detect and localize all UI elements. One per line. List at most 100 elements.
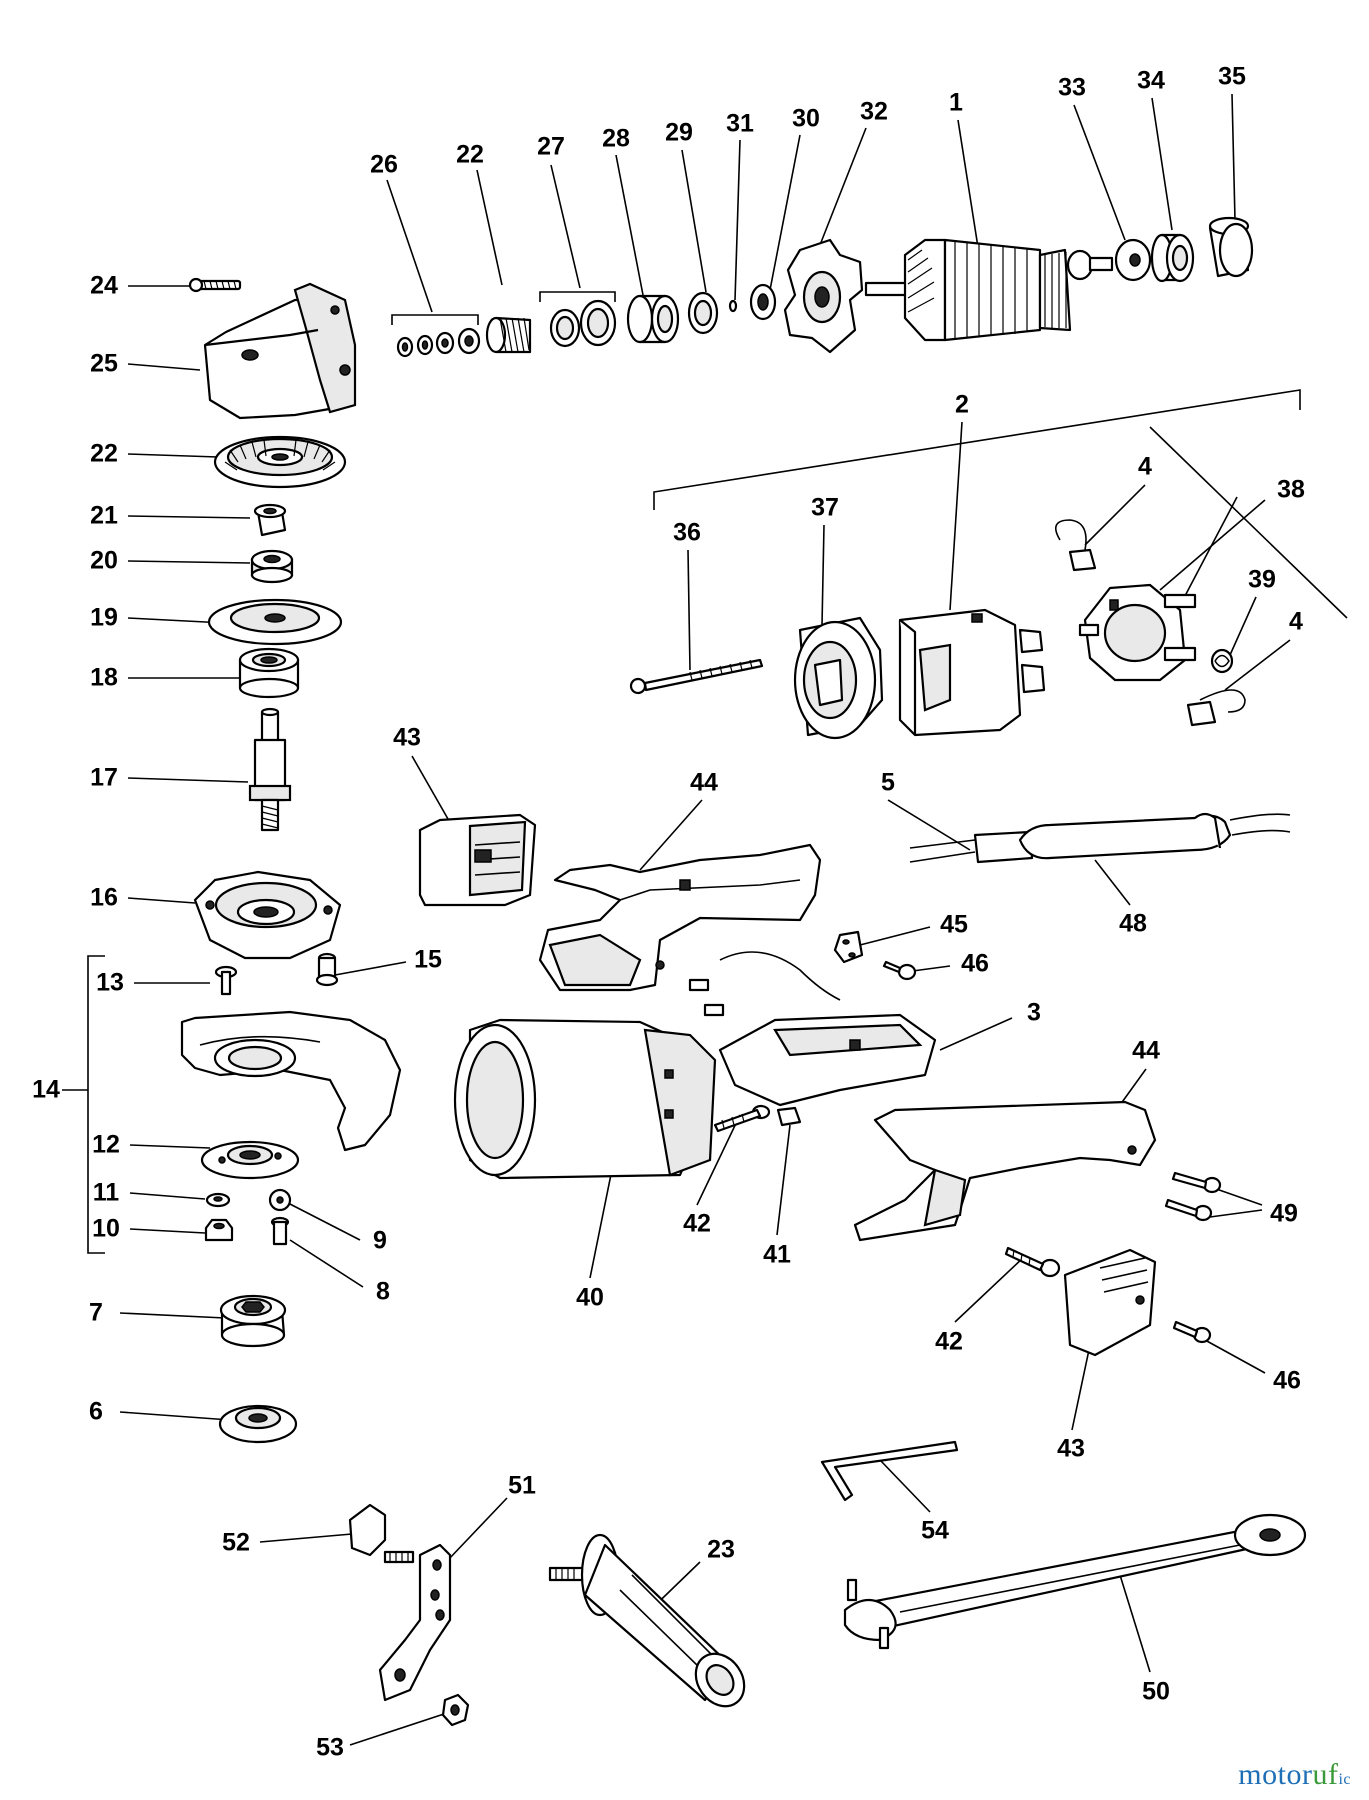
part-label-p7: 7 xyxy=(89,1298,103,1327)
part-label-p41: 41 xyxy=(763,1240,791,1269)
part-label-p35: 35 xyxy=(1218,62,1246,91)
flange-19 xyxy=(207,598,343,646)
ring-29 xyxy=(687,291,719,335)
part-label-p37: 37 xyxy=(811,493,839,522)
hex-key-54 xyxy=(820,1440,959,1502)
armature-1 xyxy=(864,238,1114,342)
screw-42a xyxy=(713,1104,771,1133)
part-label-p11: 11 xyxy=(92,1178,120,1207)
part-label-p14: 14 xyxy=(32,1075,60,1104)
nut-53 xyxy=(441,1693,470,1727)
screw-46a xyxy=(882,960,917,981)
part-label-p33: 33 xyxy=(1058,73,1086,102)
part-label-p2: 2 xyxy=(955,390,969,419)
stator-2 xyxy=(898,608,1046,737)
cable-sleeve-48 xyxy=(1018,812,1291,860)
bearing-34 xyxy=(1150,233,1195,283)
part-label-p6: 6 xyxy=(89,1397,103,1426)
spanner-50 xyxy=(843,1513,1307,1650)
part-label-p16: 16 xyxy=(90,883,118,912)
clip-31 xyxy=(728,299,738,313)
watermark-logo: motorufic xyxy=(1238,1758,1351,1792)
bearing-28 xyxy=(626,294,680,344)
screw-36 xyxy=(629,658,764,695)
part-label-p23: 23 xyxy=(707,1535,735,1564)
handle-half-44b xyxy=(853,1100,1157,1242)
part-label-p42a: 42 xyxy=(683,1209,711,1238)
part-label-p52: 52 xyxy=(222,1528,250,1557)
flange-12 xyxy=(200,1140,300,1180)
screw-15 xyxy=(315,952,339,987)
part-label-p27: 27 xyxy=(537,132,565,161)
watermark-part1: motor xyxy=(1238,1758,1313,1791)
part-label-p17: 17 xyxy=(90,763,118,792)
part-label-p22b: 22 xyxy=(456,140,484,169)
part-label-p34: 34 xyxy=(1137,66,1165,95)
part-label-p46a: 46 xyxy=(961,949,989,978)
part-label-p49: 49 xyxy=(1270,1199,1298,1228)
cover-43a xyxy=(418,813,537,907)
part-label-p19: 19 xyxy=(90,603,118,632)
carbon-brush-4a xyxy=(1054,519,1097,572)
outer-flange-7 xyxy=(219,1294,287,1348)
part-label-p38: 38 xyxy=(1277,475,1305,504)
part-label-p15: 15 xyxy=(414,945,442,974)
bearing-20 xyxy=(250,549,294,584)
part-label-p4a: 4 xyxy=(1138,452,1152,481)
fan-baffle-37 xyxy=(793,616,884,740)
part-label-p51: 51 xyxy=(508,1471,536,1500)
wheel-guard xyxy=(180,1010,402,1152)
bearings-27 xyxy=(549,299,617,348)
cable-clamp-45 xyxy=(833,930,864,964)
part-label-p8: 8 xyxy=(376,1277,390,1306)
part-label-p13: 13 xyxy=(96,968,124,997)
washers-26 xyxy=(396,327,481,358)
screw-13 xyxy=(214,965,238,996)
screws-49 xyxy=(1164,1171,1222,1222)
handle-half-44a xyxy=(538,843,822,992)
spindle-17 xyxy=(248,707,292,832)
part-label-p48: 48 xyxy=(1119,909,1147,938)
part-label-p29: 29 xyxy=(665,118,693,147)
nut-10 xyxy=(204,1218,234,1242)
nut-41 xyxy=(776,1106,802,1127)
part-label-p5: 5 xyxy=(881,768,895,797)
part-label-p50: 50 xyxy=(1142,1677,1170,1706)
part-label-p32: 32 xyxy=(860,97,888,126)
screw-42b xyxy=(1004,1246,1061,1278)
switch-3 xyxy=(688,951,937,1107)
screw-8 xyxy=(270,1216,290,1246)
cap-35 xyxy=(1208,216,1254,278)
part-label-p31: 31 xyxy=(726,109,754,138)
side-handle-23 xyxy=(548,1533,746,1708)
part-label-p43a: 43 xyxy=(393,723,421,752)
washer-11 xyxy=(205,1192,231,1208)
part-label-p18: 18 xyxy=(90,663,118,692)
part-label-p42b: 42 xyxy=(935,1327,963,1356)
part-label-p4b: 4 xyxy=(1289,607,1303,636)
part-label-p46b: 46 xyxy=(1273,1366,1301,1395)
bevel-gear-22 xyxy=(213,435,347,489)
pinion-22 xyxy=(485,316,532,354)
part-label-p12: 12 xyxy=(92,1130,120,1159)
part-label-p9: 9 xyxy=(373,1226,387,1255)
ring-30 xyxy=(749,283,777,321)
part-label-p44a: 44 xyxy=(690,768,718,797)
part-label-p44b: 44 xyxy=(1132,1036,1160,1065)
watermark-tail: ic xyxy=(1338,1771,1351,1788)
part-label-p21: 21 xyxy=(90,501,118,530)
bush-21 xyxy=(253,503,287,537)
part-label-p10: 10 xyxy=(92,1214,120,1243)
bracket-51 xyxy=(378,1543,452,1702)
part-label-p36: 36 xyxy=(673,518,701,547)
watermark-part2: uf xyxy=(1312,1758,1339,1791)
cover-43b xyxy=(1063,1248,1157,1357)
part-label-p45: 45 xyxy=(940,910,968,939)
part-label-p43b: 43 xyxy=(1057,1434,1085,1463)
bush-33 xyxy=(1114,238,1152,282)
part-label-p22a: 22 xyxy=(90,439,118,468)
brush-holder-38 xyxy=(1078,583,1197,682)
part-label-p54: 54 xyxy=(921,1516,949,1545)
cable-5 xyxy=(909,830,1034,864)
